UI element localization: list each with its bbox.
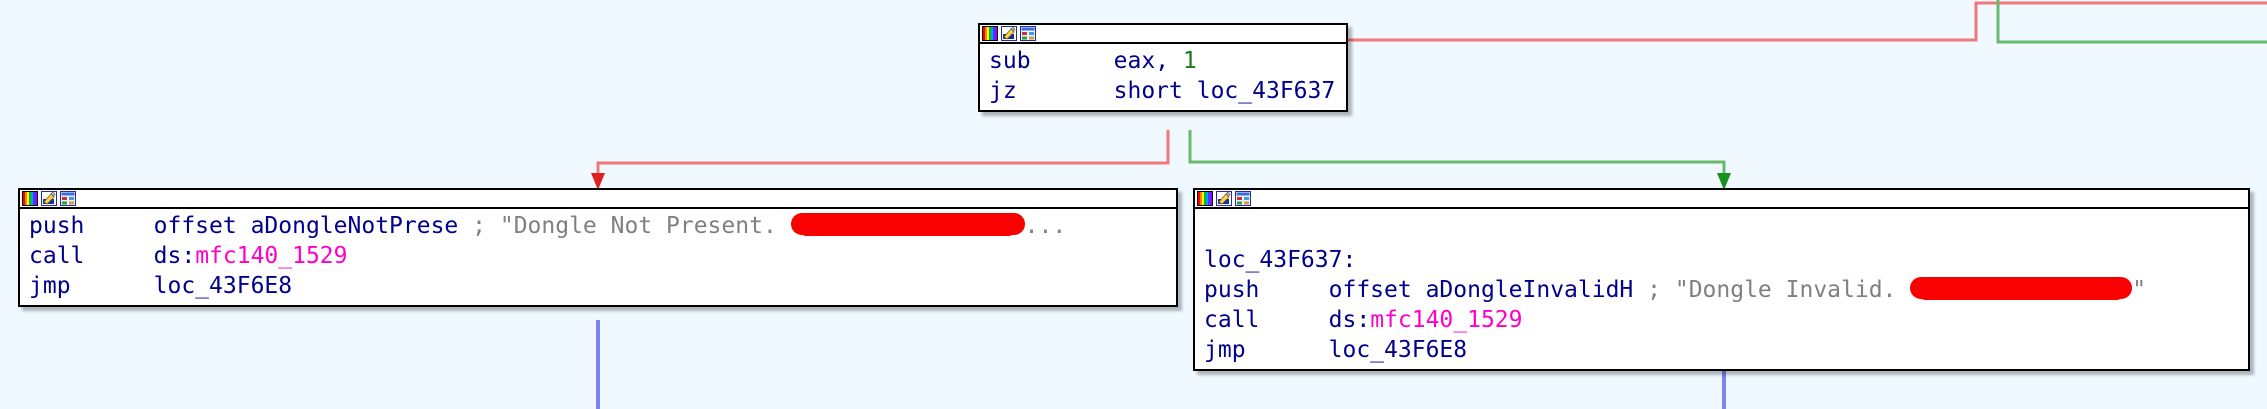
asm-line[interactable]: push offset aDongleNotPrese ; "Dongle No…	[20, 211, 1176, 241]
imported-api-link[interactable]: mfc140_1529	[195, 243, 348, 269]
operand-spacing	[1259, 307, 1328, 333]
comment-close-quote: "	[2132, 277, 2147, 303]
string-comment: "Dongle Not Present.	[499, 213, 791, 239]
mnemonic: call	[29, 243, 85, 269]
compare-false-edge	[591, 130, 1170, 190]
comment-ellipsis: ...	[1024, 213, 1067, 239]
operands[interactable]: offset aDongleNotPrese	[153, 213, 459, 239]
edit-pencil-icon[interactable]	[1216, 191, 1232, 206]
dongle-invalid-block[interactable]: loc_43F637: push offset aDongleInvalidH …	[1193, 188, 2250, 371]
redaction-bar	[1910, 276, 2133, 301]
operand-spacing	[1017, 78, 1114, 104]
operands: short	[1113, 78, 1197, 104]
node-titlebar[interactable]	[980, 25, 1346, 44]
node-body: loc_43F637: push offset aDongleInvalidH …	[1195, 209, 2248, 369]
asm-line[interactable]: sub eax, 1	[980, 46, 1346, 76]
group-nodes-icon[interactable]	[60, 191, 76, 206]
node-titlebar[interactable]	[1195, 190, 2248, 209]
imported-api-link[interactable]: mfc140_1529	[1370, 307, 1523, 333]
asm-line[interactable]: push offset aDongleInvalidH ; "Dongle In…	[1195, 275, 2248, 305]
mnemonic: push	[1204, 277, 1260, 303]
edit-pencil-icon[interactable]	[1001, 26, 1017, 41]
string-comment: "Dongle Invalid.	[1674, 277, 1911, 303]
comment-marker: ;	[1647, 277, 1675, 303]
compare-true-edge	[1188, 130, 1731, 190]
block-label[interactable]: loc_43F637:	[1195, 245, 2248, 275]
operands[interactable]: offset aDongleInvalidH	[1328, 277, 1634, 303]
block-label-text: loc_43F637:	[1204, 247, 1357, 273]
branch-target-link[interactable]: loc_43F637	[1196, 78, 1336, 104]
operand-spacing	[1259, 277, 1328, 303]
group-nodes-icon[interactable]	[1235, 191, 1251, 206]
asm-line[interactable]: jmp loc_43F6E8	[20, 271, 1176, 301]
segment-prefix: ds:	[1328, 307, 1371, 333]
edit-pencil-icon[interactable]	[41, 191, 57, 206]
comment-separator	[458, 213, 472, 239]
color-palette-icon[interactable]	[982, 26, 998, 41]
node-body: sub eax, 1 jz short loc_43F637	[980, 44, 1346, 110]
asm-line[interactable]: call ds:mfc140_1529	[20, 241, 1176, 271]
comment-marker: ;	[472, 213, 500, 239]
asm-line[interactable]: call ds:mfc140_1529	[1195, 305, 2248, 335]
asm-line[interactable]: jz short loc_43F637	[980, 76, 1346, 106]
operand-spacing	[1246, 337, 1329, 363]
color-palette-icon[interactable]	[1197, 191, 1213, 206]
node-body: push offset aDongleNotPrese ; "Dongle No…	[20, 209, 1176, 305]
branch-target-link[interactable]: loc_43F6E8	[153, 273, 293, 299]
group-nodes-icon[interactable]	[1020, 26, 1036, 41]
branch-target-link[interactable]: loc_43F6E8	[1328, 337, 1468, 363]
color-palette-icon[interactable]	[22, 191, 38, 206]
operand-spacing	[84, 243, 153, 269]
incoming-true-edge	[1996, 0, 2267, 44]
dongle-not-present-block[interactable]: push offset aDongleNotPrese ; "Dongle No…	[18, 188, 1178, 307]
operand-spacing	[1031, 48, 1114, 74]
operand-spacing	[84, 213, 153, 239]
operand-spacing	[71, 273, 154, 299]
redaction-bar	[790, 212, 1025, 237]
operands: eax,	[1113, 48, 1183, 74]
asm-line[interactable]: jmp loc_43F6E8	[1195, 335, 2248, 365]
mnemonic: sub	[989, 48, 1031, 74]
mnemonic: jmp	[29, 273, 71, 299]
mnemonic: jmp	[1204, 337, 1246, 363]
mnemonic: push	[29, 213, 85, 239]
mnemonic: jz	[989, 78, 1017, 104]
immediate-value: 1	[1182, 48, 1197, 74]
segment-prefix: ds:	[153, 243, 196, 269]
mnemonic: call	[1204, 307, 1260, 333]
spacer-line	[1195, 215, 2248, 245]
comment-separator	[1633, 277, 1647, 303]
node-titlebar[interactable]	[20, 190, 1176, 209]
compare-block[interactable]: sub eax, 1 jz short loc_43F637	[978, 23, 1348, 112]
